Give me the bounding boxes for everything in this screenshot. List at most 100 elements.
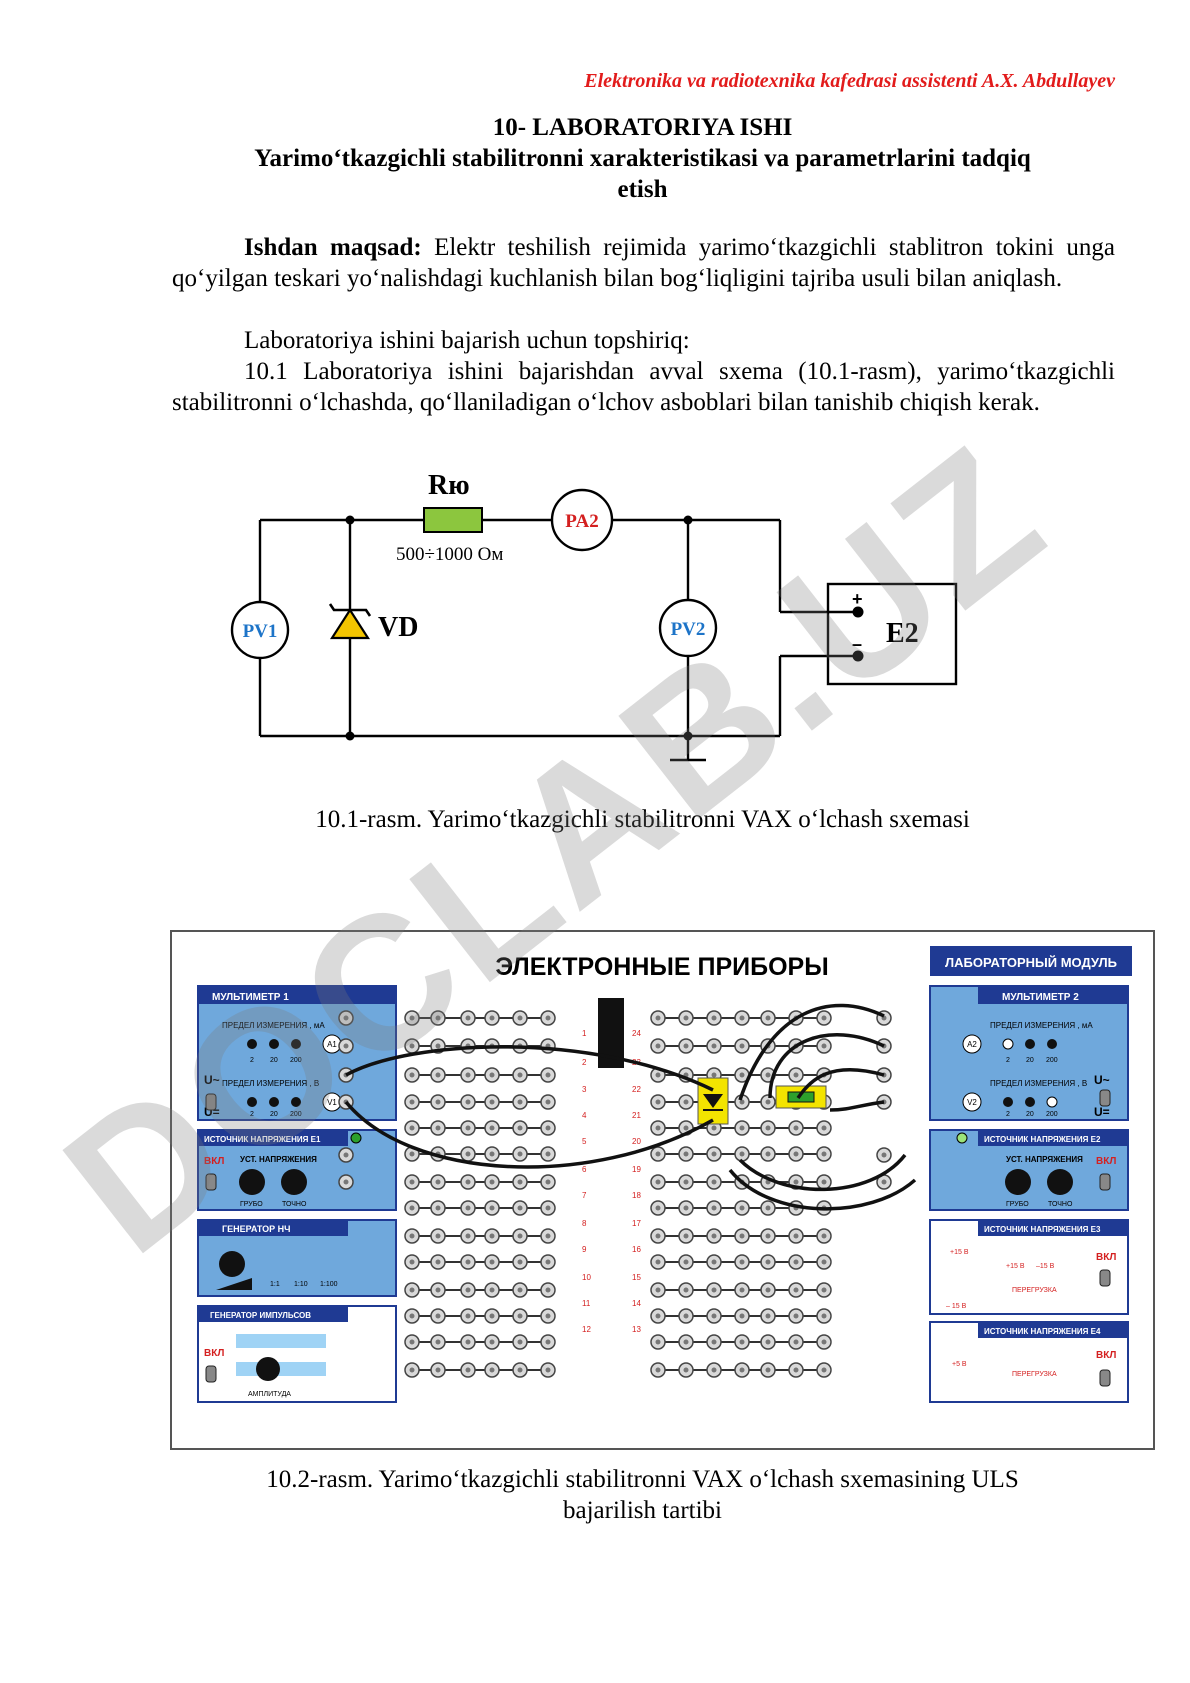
- breadboard-pin-hole: [739, 1015, 745, 1021]
- breadboard-pin-hole: [489, 1287, 495, 1293]
- breadboard-pin-hole: [711, 1125, 717, 1131]
- breadboard-pin-hole: [793, 1125, 799, 1131]
- goal-paragraph: Ishdan maqsad: Elektr teshilish rejimida…: [172, 232, 1115, 294]
- breadboard-pin-hole: [655, 1205, 661, 1211]
- figure1-caption: 10.1-rasm. Yarimo‘tkazgichli stabilitron…: [315, 806, 970, 833]
- breadboard-pin-hole: [409, 1072, 415, 1078]
- breadboard-pin-hole: [765, 1233, 771, 1239]
- breadboard-pin-hole: [409, 1099, 415, 1105]
- pa2-meter: [550, 488, 614, 552]
- svg-text:ПЕРЕГРУЗКА: ПЕРЕГРУЗКА: [1012, 1287, 1057, 1294]
- breadboard-pin-hole: [435, 1259, 441, 1265]
- svg-text:АМПЛИТУДА: АМПЛИТУДА: [248, 1391, 291, 1398]
- breadboard-pin-hole: [409, 1287, 415, 1293]
- pa2-label: PA2: [565, 511, 598, 532]
- breadboard-pin-hole: [655, 1099, 661, 1105]
- breadboard-pin-hole: [435, 1233, 441, 1239]
- breadboard-pin-hole: [711, 1043, 717, 1049]
- breadboard-pin-hole: [465, 1259, 471, 1265]
- breadboard-pin-hole: [655, 1367, 661, 1373]
- svg-text:ИСТОЧНИК НАПРЯЖЕНИЯ E2: ИСТОЧНИК НАПРЯЖЕНИЯ E2: [984, 1135, 1101, 1144]
- resistor-value: 500÷1000 Ом: [396, 544, 503, 565]
- breadboard-pin-hole: [739, 1287, 745, 1293]
- pv2-label: PV2: [671, 619, 706, 640]
- breadboard-pin-hole: [683, 1043, 689, 1049]
- svg-text:ТОЧНО: ТОЧНО: [282, 1201, 307, 1208]
- breadboard-pin-hole: [465, 1339, 471, 1345]
- breadboard-pin-hole: [683, 1367, 689, 1373]
- breadboard-pin-hole: [683, 1015, 689, 1021]
- breadboard-pin-hole: [793, 1339, 799, 1345]
- breadboard-pin-hole: [489, 1151, 495, 1157]
- pin-number-left: 5: [582, 1137, 587, 1146]
- svg-text:200: 200: [290, 1057, 302, 1064]
- pin-number-right: 20: [632, 1137, 641, 1146]
- resistor-label: Rю: [428, 470, 470, 501]
- breadboard-pin-hole: [655, 1125, 661, 1131]
- breadboard-pin-hole: [517, 1339, 523, 1345]
- breadboard-pin-hole: [545, 1313, 551, 1319]
- breadboard-pin-hole: [793, 1313, 799, 1319]
- breadboard-pin-hole: [821, 1367, 827, 1373]
- pin-number-left: 3: [582, 1085, 587, 1094]
- breadboard-pin-hole: [517, 1287, 523, 1293]
- lab-module-panel: ЭЛЕКТРОННЫЕ ПРИБОРЫ ЛАБОРАТОРНЫЙ МОДУЛЬ …: [170, 930, 1155, 1450]
- patch-wires: [344, 1003, 917, 1211]
- source-label: E2: [886, 618, 919, 649]
- svg-text:200: 200: [290, 1111, 302, 1118]
- pin-number-left: 1: [582, 1029, 587, 1038]
- breadboard-pin-hole: [711, 1072, 717, 1078]
- breadboard-pin-hole: [517, 1179, 523, 1185]
- breadboard-pin-hole: [739, 1233, 745, 1239]
- svg-text:УСТ. НАПРЯЖЕНИЯ: УСТ. НАПРЯЖЕНИЯ: [1006, 1155, 1083, 1164]
- breadboard-pin-hole: [793, 1072, 799, 1078]
- author-note: Elektronika va radiotexnika kafedrasi as…: [584, 70, 1115, 92]
- breadboard-pin-hole: [545, 1205, 551, 1211]
- breadboard-pin-hole: [409, 1015, 415, 1021]
- pin-number-right: 18: [632, 1191, 641, 1200]
- task-step-1: 10.1 Laboratoriya ishini bajarishdan avv…: [172, 358, 1115, 416]
- breadboard-pin-hole: [793, 1233, 799, 1239]
- breadboard-pin-hole: [711, 1151, 717, 1157]
- breadboard-pin-hole: [435, 1099, 441, 1105]
- breadboard-pin-hole: [821, 1125, 827, 1131]
- breadboard-pin-hole: [821, 1151, 827, 1157]
- breadboard-pin-hole: [517, 1015, 523, 1021]
- svg-text:ВКЛ: ВКЛ: [204, 1156, 224, 1167]
- circuit-schematic: Rю 500÷1000 Ом PA2 PV1 PV2 VD E2 + –: [230, 470, 958, 762]
- svg-text:ГЕНЕРАТОР ИМПУЛЬСОВ: ГЕНЕРАТОР ИМПУЛЬСОВ: [210, 1311, 311, 1320]
- breadboard-pin-hole: [435, 1015, 441, 1021]
- breadboard-pin-hole: [343, 1152, 349, 1158]
- breadboard-pin-hole: [821, 1287, 827, 1293]
- breadboard-pin-hole: [465, 1287, 471, 1293]
- figure2-caption-line1: 10.2-rasm. Yarimo‘tkazgichli stabilitron…: [266, 1466, 1019, 1493]
- breadboard-pin-hole: [545, 1233, 551, 1239]
- svg-text:– 15 В: – 15 В: [946, 1303, 967, 1310]
- breadboard-pin-hole: [343, 1179, 349, 1185]
- multimeter-2-panel: МУЛЬТИМЕТР 2 ПРЕДЕЛ ИЗМЕРЕНИЯ , мА ПРЕДЕ…: [929, 985, 1129, 1121]
- breadboard-pin-hole: [683, 1179, 689, 1185]
- breadboard-pin-hole: [711, 1015, 717, 1021]
- breadboard-pin-hole: [409, 1205, 415, 1211]
- svg-text:V2: V2: [967, 1098, 977, 1107]
- svg-text:20: 20: [270, 1057, 278, 1064]
- svg-text:ВКЛ: ВКЛ: [1096, 1252, 1116, 1263]
- breadboard-pin-hole: [489, 1015, 495, 1021]
- breadboard-pin-hole: [465, 1072, 471, 1078]
- pin-number-right: 24: [632, 1029, 641, 1038]
- breadboard-pin-hole: [435, 1179, 441, 1185]
- breadboard-pin-hole: [655, 1233, 661, 1239]
- breadboard-pin-hole: [821, 1233, 827, 1239]
- svg-text:ИСТОЧНИК НАПРЯЖЕНИЯ E4: ИСТОЧНИК НАПРЯЖЕНИЯ E4: [984, 1327, 1101, 1336]
- breadboard-pin-hole: [711, 1313, 717, 1319]
- task-intro: Laboratoriya ishini bajarish uchun topsh…: [244, 327, 690, 354]
- breadboard-pin-hole: [545, 1099, 551, 1105]
- breadboard-pin-hole: [711, 1179, 717, 1185]
- breadboard-pin-hole: [545, 1151, 551, 1157]
- breadboard-pin-hole: [409, 1339, 415, 1345]
- svg-text:U=: U=: [1094, 1105, 1110, 1119]
- breadboard-pin-hole: [821, 1313, 827, 1319]
- breadboard-pin-hole: [435, 1043, 441, 1049]
- breadboard-pin-hole: [489, 1125, 495, 1131]
- svg-text:ИСТОЧНИК НАПРЯЖЕНИЯ E1: ИСТОЧНИК НАПРЯЖЕНИЯ E1: [204, 1135, 321, 1144]
